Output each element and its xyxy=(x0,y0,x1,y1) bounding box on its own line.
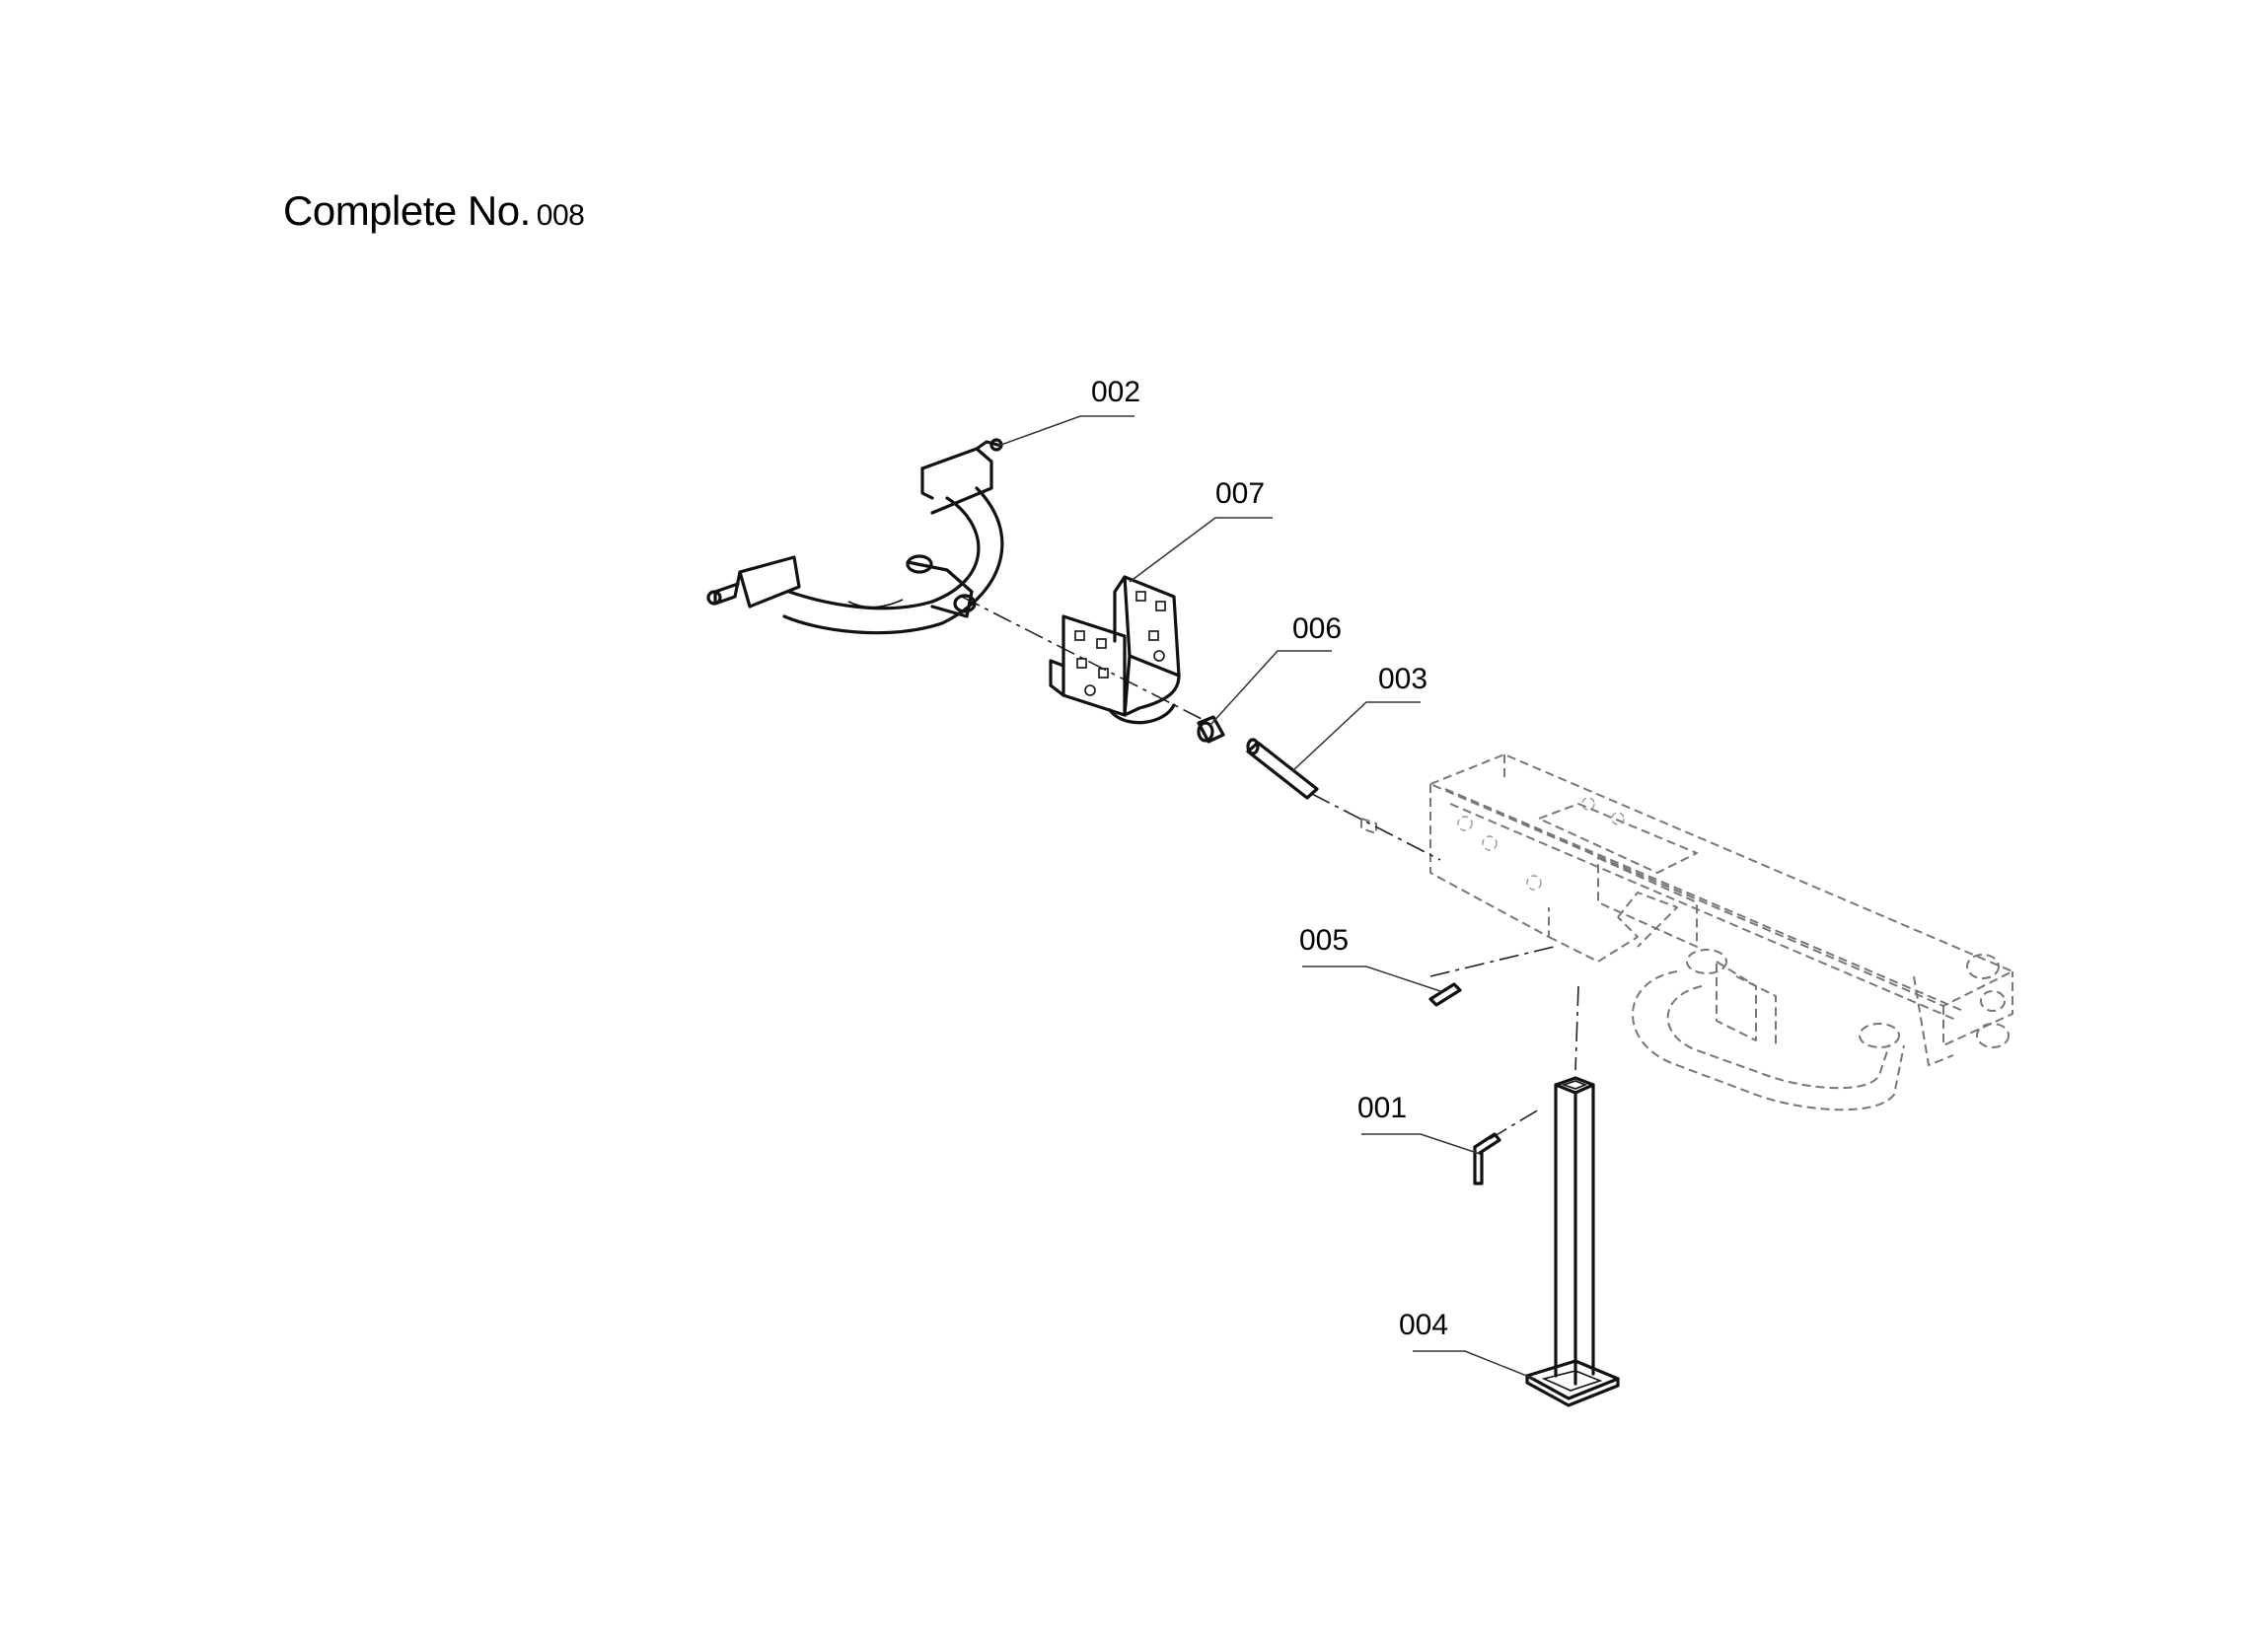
label-003: 003 xyxy=(1378,663,1427,695)
part-005-short-pin xyxy=(1428,982,1462,1007)
part-004-support-stand xyxy=(1525,1076,1620,1407)
leader-002 xyxy=(997,415,1134,447)
part-002-curved-arm xyxy=(706,438,1004,635)
leader-003 xyxy=(1291,701,1421,772)
title-text: Complete No. xyxy=(283,187,531,234)
part-001-l-pin xyxy=(1473,1132,1501,1185)
frame-assembly-ghost xyxy=(1360,753,2013,1111)
assembly-axis-middle xyxy=(1311,793,1441,861)
part-007-bracket xyxy=(1049,575,1181,725)
title-number: 008 xyxy=(536,199,585,232)
assembly-axis-005 xyxy=(1429,946,1555,977)
label-004: 004 xyxy=(1399,1309,1448,1341)
label-005: 005 xyxy=(1299,924,1349,957)
label-007: 007 xyxy=(1215,477,1265,510)
label-006: 006 xyxy=(1292,612,1342,645)
label-002: 002 xyxy=(1091,376,1140,408)
leader-001 xyxy=(1361,1133,1481,1155)
assembly-axis-vertical xyxy=(1574,985,1579,1071)
label-001: 001 xyxy=(1357,1092,1407,1124)
assembly-axis-001 xyxy=(1489,1109,1540,1140)
leader-004 xyxy=(1413,1350,1535,1380)
leader-006 xyxy=(1209,650,1332,726)
leader-007 xyxy=(1129,517,1273,583)
page-title: Complete No.008 xyxy=(283,187,585,235)
part-006-bushing xyxy=(1197,715,1225,744)
leader-005 xyxy=(1302,966,1441,992)
part-003-long-pin xyxy=(1246,738,1319,800)
